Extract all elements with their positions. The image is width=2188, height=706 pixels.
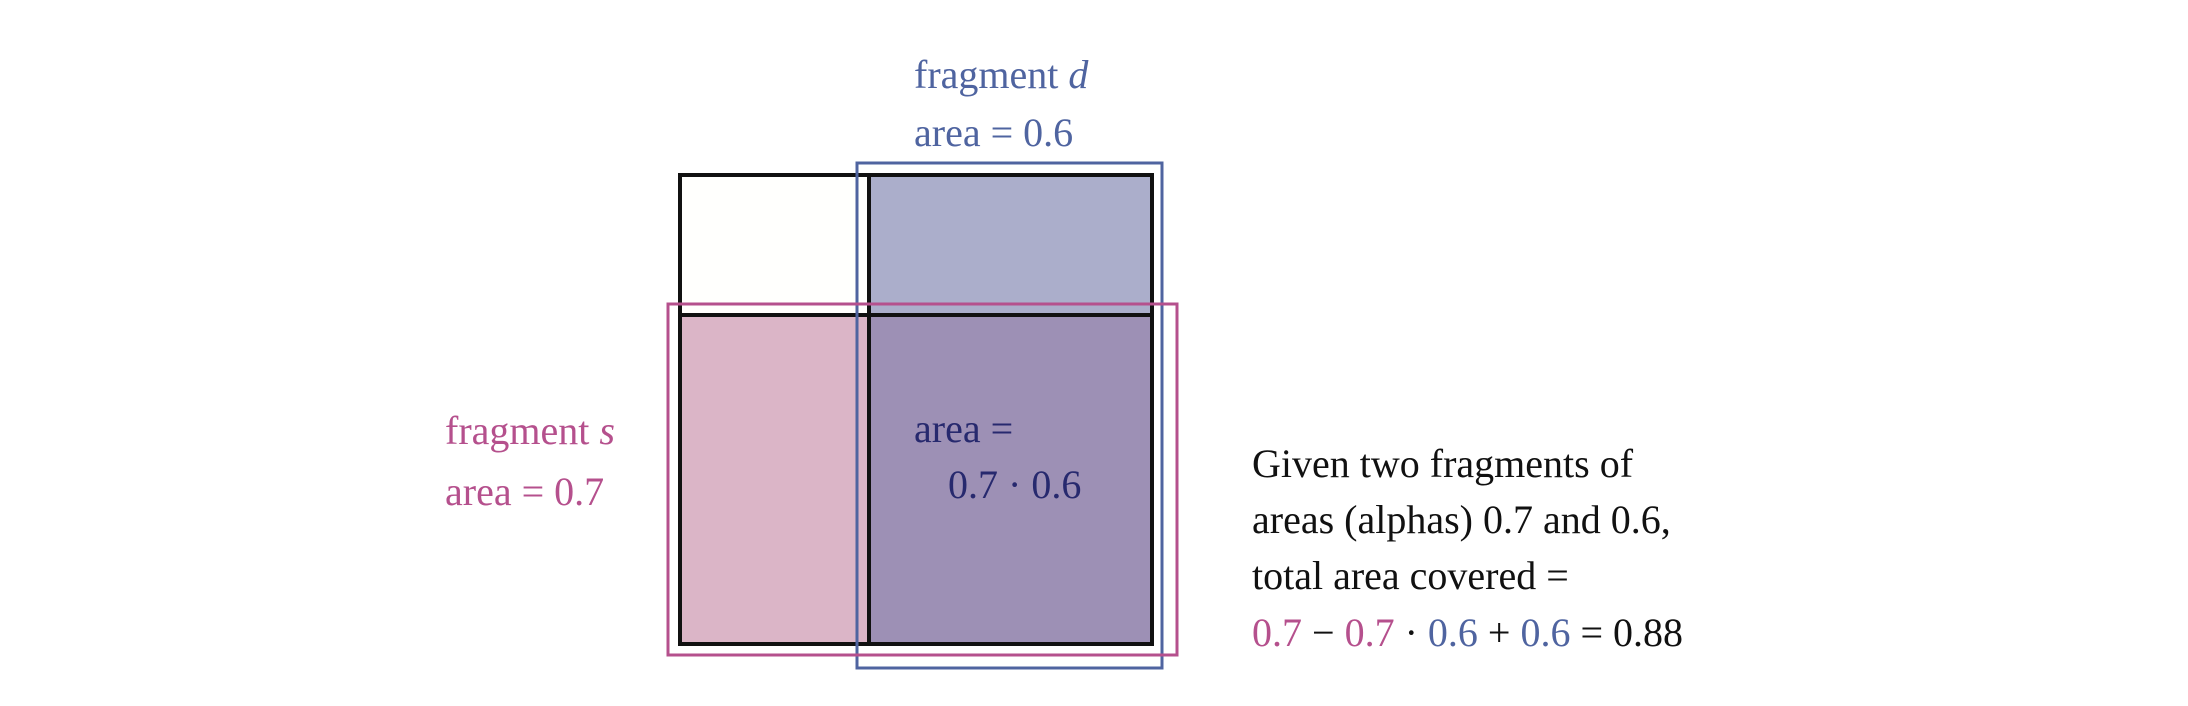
formula-result: = 0.88 [1570, 610, 1683, 655]
fragment-s-outline [666, 302, 1179, 657]
fragment-d-only-region [869, 175, 1152, 315]
pixel-outline [678, 173, 1154, 646]
fragment-d-variable: d [1068, 52, 1089, 97]
overlap-area-value: 0.7 · 0.6 [948, 462, 1081, 507]
overlap-region [869, 315, 1152, 644]
explanation-text: Given two fragments of areas (alphas) 0.… [1252, 441, 1683, 655]
pixel-grid [678, 173, 1154, 646]
fragment-s-label-prefix: fragment [445, 408, 599, 453]
fragment-s-area: area = 0.7 [445, 469, 604, 514]
formula-term-s-alpha: 0.7 [1252, 610, 1302, 655]
formula-term-d-alpha-product: 0.6 [1428, 610, 1478, 655]
formula-plus: + [1478, 610, 1521, 655]
formula-term-s-alpha-product: 0.7 [1345, 610, 1395, 655]
fragment-s-label: fragment s [445, 408, 615, 453]
explanation-formula: 0.7 − 0.7 · 0.6 + 0.6 = 0.88 [1252, 610, 1683, 655]
formula-term-d-alpha: 0.6 [1520, 610, 1570, 655]
formula-minus: − [1302, 610, 1345, 655]
fragment-d-label: fragment d [914, 52, 1089, 97]
uncovered-region [680, 175, 869, 315]
overlap-area-label: area = [914, 406, 1013, 451]
fragment-d-outline [855, 161, 1164, 670]
fragment-s-variable: s [599, 408, 615, 453]
formula-dot: · [1395, 610, 1428, 655]
explanation-line-3: total area covered = [1252, 553, 1569, 598]
fragment-d-area: area = 0.6 [914, 110, 1073, 155]
fragment-s-only-region [680, 315, 869, 644]
explanation-line-2: areas (alphas) 0.7 and 0.6, [1252, 497, 1671, 542]
fragment-d-label-prefix: fragment [914, 52, 1068, 97]
explanation-line-1: Given two fragments of [1252, 441, 1634, 486]
